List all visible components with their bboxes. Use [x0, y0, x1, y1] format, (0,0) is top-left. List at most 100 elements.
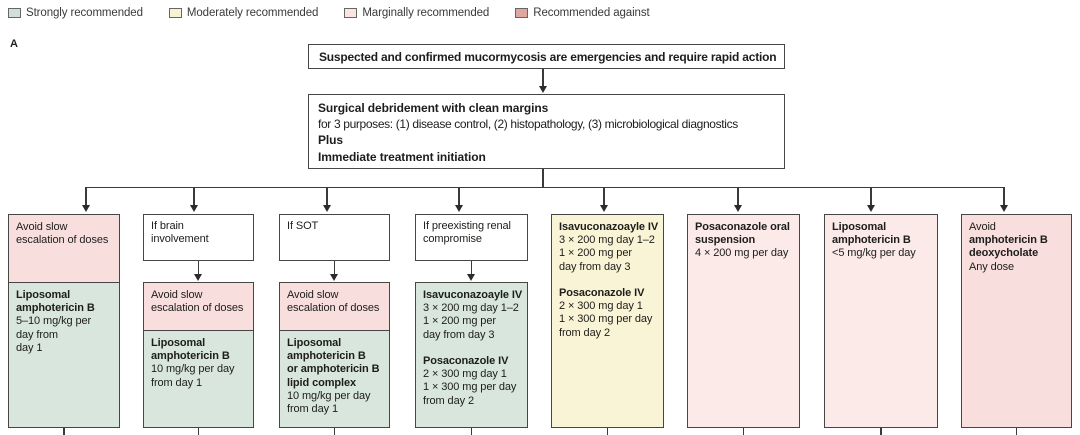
flow-arrowhead: [999, 205, 1008, 212]
text-line: Posaconazole IV: [423, 355, 509, 368]
text-line: amphotericin B: [151, 350, 230, 363]
condition-text-line: involvement: [151, 233, 209, 246]
text-line: [559, 274, 657, 287]
text-line: from day 2: [559, 326, 610, 339]
flow-arrowhead: [189, 205, 198, 212]
text-line: amphotericin B: [832, 234, 911, 247]
condition-text-line: If SOT: [287, 220, 319, 232]
text-line: Liposomal: [16, 289, 71, 301]
text-line: Liposomal: [287, 337, 342, 349]
connector-line: [197, 261, 200, 274]
surgery-box-line: for 3 purposes: (1) disease control, (2)…: [318, 117, 738, 132]
bottom-tick: [880, 428, 882, 435]
text-line: Avoid slow: [16, 221, 68, 233]
bottom-tick: [1015, 428, 1018, 435]
flow-arrowhead: [330, 274, 338, 281]
flow-arrowhead: [81, 205, 90, 212]
condition-text-line: If preexisting renal: [423, 220, 511, 232]
connector-line: [85, 187, 87, 205]
bottom-tick: [333, 428, 336, 435]
legend-item-against: Recommended against: [515, 7, 650, 19]
text-line: escalation of doses: [151, 302, 244, 315]
connector-line: [470, 261, 473, 274]
text-line: lipid complex: [287, 376, 356, 389]
legend-swatch-moderately: [168, 8, 182, 18]
text-line: 1 × 300 mg per day: [559, 313, 653, 326]
text-line: amphotericin B: [16, 302, 95, 315]
text-line: deoxycholate: [969, 247, 1039, 260]
connector-line: [603, 187, 605, 205]
text-line: 2 × 300 mg day 1: [559, 300, 643, 313]
text-line: Isavuconazoayle IV: [423, 289, 523, 301]
text-line: Posaconazole oral: [695, 221, 790, 233]
flow-arrowhead: [322, 205, 331, 212]
legend-item-moderately: Moderately recommended: [168, 7, 319, 19]
text-line: or amphotericin B: [287, 363, 380, 376]
flow-arrowhead: [538, 86, 547, 93]
panel-label: A: [10, 38, 18, 50]
legend-swatch-marginally: [344, 8, 358, 18]
text-line: escalation of doses: [287, 302, 380, 315]
text-line: Liposomal: [151, 337, 206, 349]
flow-arrowhead: [733, 205, 742, 212]
connector-line: [193, 187, 195, 205]
text-line: 1 × 200 mg per: [559, 247, 632, 260]
text-line: 1 × 200 mg per: [423, 315, 496, 328]
text-line: from day 2: [423, 394, 474, 407]
text-line: 1 × 300 mg per day: [423, 381, 517, 394]
text-line: <5 mg/kg per day: [832, 247, 916, 260]
bottom-tick: [606, 428, 609, 435]
legend-label: Moderately recommended: [186, 7, 319, 19]
text-line: 10 mg/kg per day: [287, 389, 371, 402]
text-line: day from day 3: [559, 260, 631, 273]
bottom-tick: [470, 428, 473, 435]
text-line: Avoid slow: [287, 289, 339, 301]
text-line: Isavuconazoayle IV: [559, 221, 659, 233]
bottom-tick: [742, 428, 745, 435]
surgery-box: Surgical debridement with clean margins f…: [308, 94, 785, 169]
surgery-box-line: Surgical debridement with clean margins: [318, 101, 549, 115]
flow-arrowhead: [194, 274, 202, 281]
condition-text-line: If brain: [151, 220, 184, 232]
surgery-box-line: Plus: [318, 133, 343, 148]
text-line: suspension: [695, 234, 756, 247]
text-line: 5–10 mg/kg per: [16, 315, 92, 328]
text-line: 4 × 200 mg per day: [695, 247, 789, 260]
text-line: 10 mg/kg per day: [151, 363, 235, 376]
text-line: 3 × 200 mg day 1–2: [423, 302, 519, 315]
connector-stub: [542, 169, 544, 188]
text-line: Posaconazole IV: [559, 287, 645, 300]
text-line: 2 × 300 mg day 1: [423, 368, 507, 381]
connector-top: [542, 69, 544, 87]
connector-line: [333, 261, 336, 274]
condition-text-line: compromise: [423, 233, 482, 246]
text-line: Liposomal: [832, 221, 887, 233]
text-line: day from: [16, 328, 58, 341]
text-line: amphotericin B: [969, 234, 1048, 247]
text-line: Avoid slow: [151, 289, 203, 301]
legend-item-strongly: Strongly recommended: [8, 7, 143, 19]
text-line: escalation of doses: [16, 234, 109, 247]
flow-arrowhead: [599, 205, 608, 212]
legend-label: Marginally recommended: [362, 7, 490, 19]
emergency-box-text: Suspected and confirmed mucormycosis are…: [319, 49, 777, 64]
connector-line: [458, 187, 460, 205]
text-line: [423, 342, 521, 355]
text-line: from day 1: [287, 403, 338, 416]
connector-line: [1003, 187, 1005, 205]
